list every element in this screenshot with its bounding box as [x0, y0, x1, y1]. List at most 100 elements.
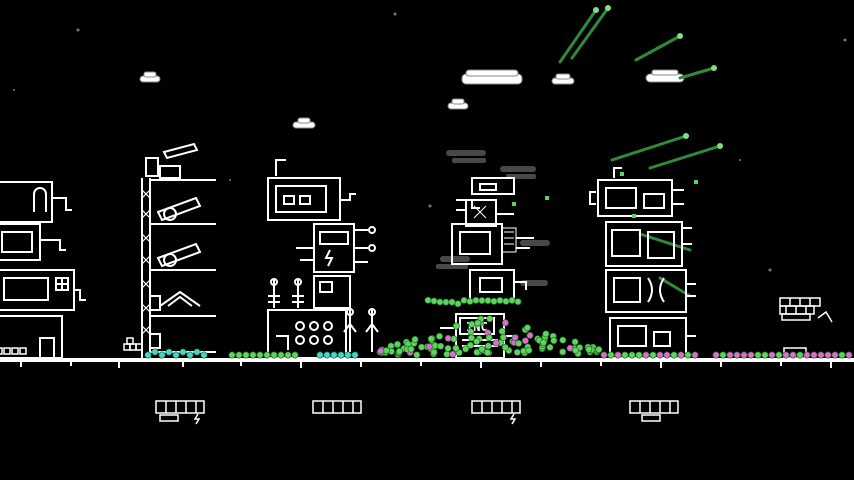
unit-orb [452, 322, 460, 330]
unit-orb [444, 344, 452, 352]
unit-orb [521, 337, 529, 345]
unit-orb [186, 351, 194, 359]
unit-orb [571, 338, 579, 346]
office-tower-left[interactable] [0, 181, 86, 359]
unit-orb [691, 351, 699, 359]
unit-orb [193, 348, 201, 356]
status-panel-2[interactable] [312, 400, 362, 414]
unit-swarm [144, 296, 853, 359]
lightning-icon [509, 413, 517, 425]
unit-orb [523, 324, 531, 332]
unit-orb [484, 297, 492, 305]
unit-orb [424, 296, 432, 304]
unit-orb [677, 351, 685, 359]
unit-orb [235, 351, 243, 359]
unit-orb [467, 328, 475, 336]
smoke-plumes [436, 150, 550, 286]
unit-orb [775, 351, 783, 359]
status-panel-4[interactable] [629, 400, 679, 422]
unit-orb [436, 298, 444, 306]
unit-orb [337, 351, 345, 359]
antenna-icon [365, 308, 379, 352]
unit-orb [466, 341, 474, 349]
generator-tower[interactable] [267, 159, 379, 359]
unit-orb [539, 339, 547, 347]
unit-orb [585, 345, 593, 353]
unit-orb [485, 334, 493, 342]
unit-orb [242, 351, 250, 359]
unit-orb [443, 350, 451, 358]
cannon-icon [145, 142, 199, 179]
antenna-icon [268, 278, 280, 308]
cloud-icon [447, 98, 469, 110]
cloud-group [139, 69, 685, 129]
unit-orb [642, 351, 650, 359]
unit-orb [395, 347, 403, 355]
unit-orb [789, 351, 797, 359]
unit-orb [621, 351, 629, 359]
unit-orb [824, 351, 832, 359]
unit-orb [249, 351, 257, 359]
crate-stack-icon [123, 337, 143, 351]
unit-orb [425, 343, 433, 351]
unit-orb [513, 348, 521, 356]
cannon-icon [156, 196, 202, 222]
unit-orb [810, 351, 818, 359]
unit-orb [393, 340, 401, 348]
unit-orb [607, 351, 615, 359]
unit-orb [151, 348, 159, 356]
turret-icon [159, 290, 201, 307]
status-panel-3[interactable] [471, 400, 521, 425]
unit-orb [740, 351, 748, 359]
cannon-tower[interactable] [123, 142, 216, 358]
unit-orb [501, 343, 509, 351]
unit-orb [284, 351, 292, 359]
unit-orb [525, 346, 533, 354]
status-panel-1[interactable] [155, 400, 205, 425]
unit-orb [838, 351, 846, 359]
unit-orb [411, 335, 419, 343]
unit-orb [635, 351, 643, 359]
floating-debris [512, 172, 698, 218]
unit-orb [796, 351, 804, 359]
unit-orb [467, 334, 475, 342]
unit-orb [782, 351, 790, 359]
unit-orb [430, 297, 438, 305]
unit-orb [228, 351, 236, 359]
unit-orb [508, 296, 516, 304]
unit-orb [559, 336, 567, 344]
unit-orb [845, 351, 853, 359]
unit-orb [344, 351, 352, 359]
unit-orb [817, 351, 825, 359]
unit-orb [200, 351, 208, 359]
unit-orb [427, 335, 435, 343]
unit-orb [473, 337, 481, 345]
unit-orb [483, 348, 491, 356]
unit-orb [768, 351, 776, 359]
unit-orb [444, 334, 452, 342]
unit-orb [448, 298, 456, 306]
unit-orb [484, 342, 492, 350]
unit-orb [263, 351, 271, 359]
unit-orb [316, 351, 324, 359]
unit-orb [490, 297, 498, 305]
ground [0, 358, 854, 368]
unit-orb [478, 297, 486, 305]
unit-orb [502, 297, 510, 305]
unit-orb [407, 345, 415, 353]
unit-orb [351, 351, 359, 359]
unit-orb [754, 351, 762, 359]
antenna-icon [292, 278, 304, 308]
cloud-icon [139, 71, 161, 83]
unit-orb [473, 348, 481, 356]
unit-orb [550, 337, 558, 345]
unit-orb [496, 296, 504, 304]
unit-orb [256, 351, 264, 359]
unit-orb [460, 296, 468, 304]
unit-orb [442, 298, 450, 306]
unit-orb [656, 351, 664, 359]
unit-orb [712, 351, 720, 359]
unit-orb [474, 319, 482, 327]
unit-orb [165, 348, 173, 356]
dial-panel [295, 321, 333, 345]
